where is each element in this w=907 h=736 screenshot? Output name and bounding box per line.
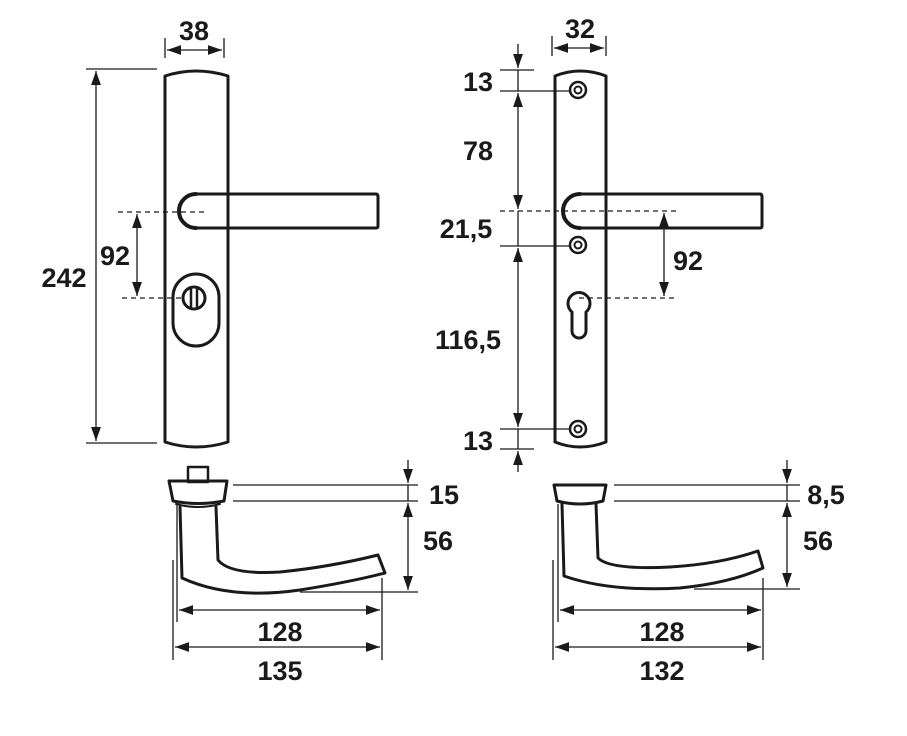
right-backplate <box>553 69 608 449</box>
upper-screw-icon <box>568 80 588 100</box>
right-rose-height-label: 8,5 <box>807 480 845 510</box>
right-handle-lever <box>578 192 764 230</box>
right-lever-rose <box>552 483 608 506</box>
left-lever-rose <box>167 479 229 505</box>
left-handle-rose <box>177 192 198 230</box>
left-handle-cylinder-distance-label: 92 <box>100 241 130 271</box>
mid-to-bottom-screw-label: 116,5 <box>435 325 501 355</box>
left-plate-view: 38 242 92 <box>41 16 380 449</box>
left-inner-length-label: 128 <box>257 617 302 647</box>
left-lever-body <box>178 505 387 595</box>
upper-screw-to-handle-label: 78 <box>463 136 493 166</box>
right-total-length-label: 132 <box>639 656 684 686</box>
right-lever-body <box>560 502 765 591</box>
handle-to-mid-screw-label: 21,5 <box>440 214 493 244</box>
right-plate-width-label: 32 <box>565 14 595 44</box>
right-inner-length-label: 128 <box>639 617 684 647</box>
right-lever-side-view: 8,5 56 128 132 <box>552 460 845 686</box>
top-margin-label: 13 <box>463 67 493 97</box>
bottom-margin-label: 13 <box>463 426 493 456</box>
left-plate-height-label: 242 <box>41 263 86 293</box>
middle-screw-icon <box>568 235 588 255</box>
right-plate-view: 32 13 78 21,5 116,5 13 92 <box>435 14 764 472</box>
profile-cylinder-keyhole-icon <box>566 291 592 340</box>
left-handle-lever <box>194 192 380 230</box>
right-lever-drop-label: 56 <box>803 526 833 556</box>
left-cylinder-escutcheon <box>171 272 221 348</box>
right-handle-cylinder-distance-label: 92 <box>673 246 703 276</box>
left-total-length-label: 135 <box>257 656 302 686</box>
left-backplate <box>163 69 230 449</box>
left-rose-height-label: 15 <box>429 480 459 510</box>
left-lever-drop-label: 56 <box>423 526 453 556</box>
left-thumbturn-icon <box>181 285 207 311</box>
lower-screw-icon <box>568 419 588 439</box>
left-plate-width-label: 38 <box>179 16 209 46</box>
left-lever-side-view: 15 56 128 135 <box>167 460 459 686</box>
